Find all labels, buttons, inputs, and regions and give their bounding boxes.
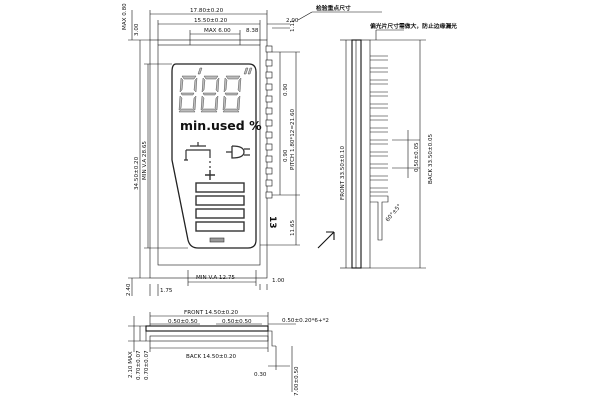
dim-back-width: BACK 14.50±0.20 — [186, 354, 237, 360]
dim-thickness-a: 0.70±0.07 — [136, 350, 142, 380]
dim-overall-height: 34.50±0.20 — [134, 156, 140, 190]
dim-right-bottom: 1.00 — [272, 278, 285, 284]
dim-thickness-max: 2.10 MAX — [128, 351, 134, 378]
bottom-view: FRONT 14.50±0.20 0.50±0.50 0.50±0.50 0.5… — [128, 310, 329, 396]
front-view: min.used % 13 — [122, 3, 300, 296]
dim-bottom-margin: 2.40 — [126, 283, 132, 296]
plus-icon — [205, 170, 215, 180]
dim-front-width: FRONT 14.50±0.20 — [184, 310, 238, 316]
dim-pin-offset: 8.38 — [246, 28, 259, 34]
dim-overall-width: 17.80±0.20 — [190, 8, 224, 14]
dim-side-pin-pitch: 0.50±0.05 — [414, 142, 420, 172]
digit-2 — [200, 75, 220, 113]
dim-max-width: MAX 6.00 — [204, 28, 231, 34]
dim-pin-bottom: 11.65 — [290, 220, 296, 236]
display-label: min.used % — [180, 118, 262, 133]
digit-1 — [178, 75, 198, 113]
dim-glass-width: 15.50±0.20 — [194, 18, 228, 24]
dim-top-margin: 3.00 — [134, 23, 140, 36]
lcd-panel-outline — [171, 63, 257, 249]
dim-right-offset: 0.50±0.50 — [222, 319, 252, 325]
dim-pin-pitch-b: 0.90 — [283, 149, 289, 162]
dim-top-max: MAX 0.80 — [122, 3, 128, 30]
dim-view-area-width: MIN V.A 12.75 — [196, 275, 235, 281]
plug-icon — [226, 145, 250, 159]
digit-3 — [222, 75, 242, 113]
dim-pin-spec: 0.50±0.20*6+*2 — [282, 318, 329, 324]
second-mark — [243, 67, 253, 75]
side-view: FRONT 33.50±0.10 BACK 33.50±0.05 0.50±0.… — [340, 22, 457, 269]
dim-thickness-b: 0.70±0.07 — [144, 350, 150, 380]
dim-pin-thickness: 0.30 — [254, 372, 267, 378]
polarizer-note: 偏光片尺寸需做大，防止边缘漏光 — [370, 22, 457, 30]
tap-icon — [184, 142, 211, 168]
pin-number: 13 — [267, 216, 277, 229]
svg-text:检验重点尺寸: 检验重点尺寸 — [316, 4, 351, 12]
minute-mark — [197, 67, 203, 75]
dim-pin-edge: 2.00 — [286, 18, 299, 24]
battery-bars — [195, 182, 245, 243]
view-arrow-icon — [317, 231, 335, 249]
dim-left-offset: 0.50±0.50 — [168, 319, 198, 325]
inspection-note: 检验重点尺寸 — [297, 4, 382, 21]
dim-top-small: 1.11 — [290, 19, 296, 32]
dim-pin-pitch-a: 0.90 — [283, 83, 289, 96]
dim-pin-length: 7.00±0.50 — [294, 366, 300, 396]
dim-left-bottom: 1.75 — [160, 288, 173, 294]
dim-back-height: BACK 33.50±0.05 — [428, 133, 434, 184]
pin-strip — [265, 45, 273, 199]
side-pins — [370, 55, 389, 241]
dim-pin-pitch-total: PITCH 1.80*12=21.60 — [290, 108, 296, 170]
dim-pin-angle: 60°±5° — [385, 203, 403, 223]
dim-view-area-height: MIN V.A 28.65 — [142, 141, 148, 180]
dim-front-height: FRONT 33.50±0.10 — [340, 146, 346, 200]
